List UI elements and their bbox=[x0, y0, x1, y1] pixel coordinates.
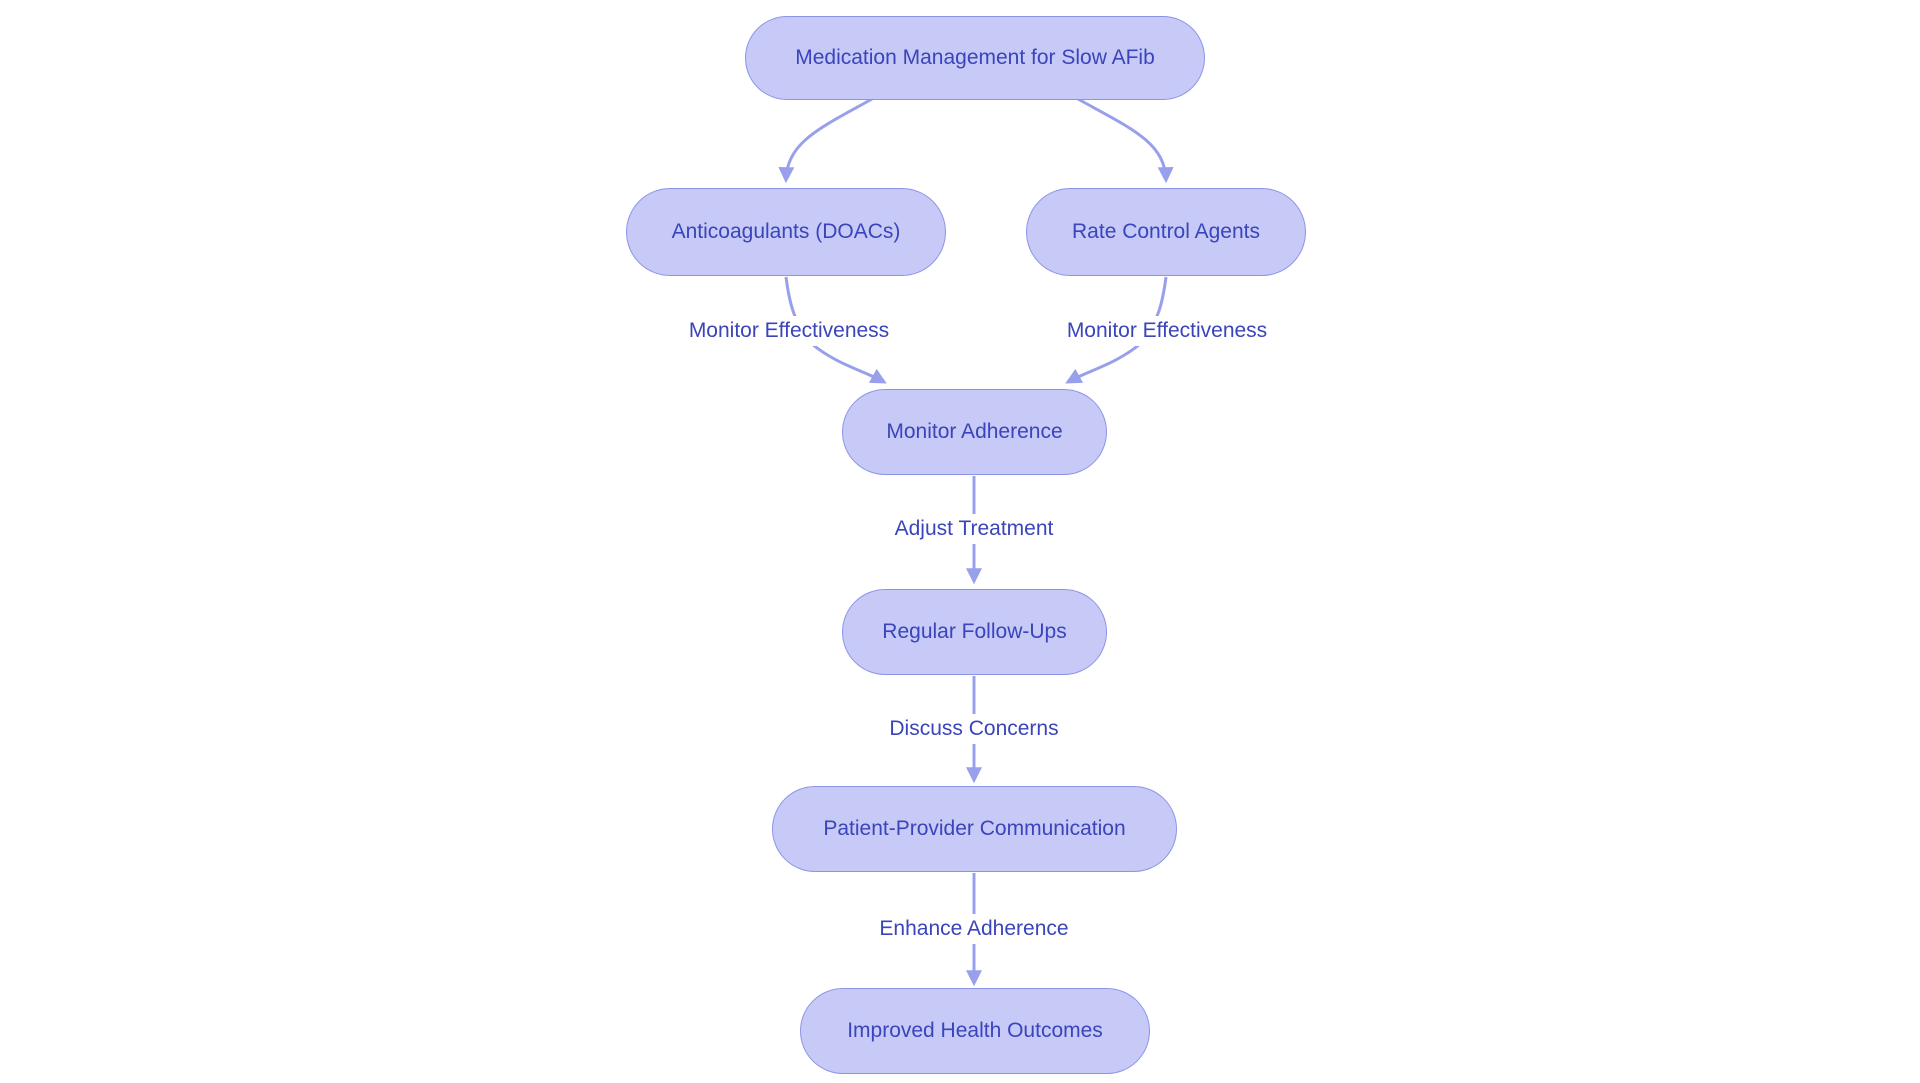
edge-label-monitor-effectiveness-left: Monitor Effectiveness bbox=[680, 316, 898, 346]
edge-medication-to-rate bbox=[1077, 97, 1174, 184]
node-improved-health-outcomes: Improved Health Outcomes bbox=[800, 988, 1150, 1074]
edge-label-adjust-treatment: Adjust Treatment bbox=[886, 514, 1062, 544]
node-rate-control-agents: Rate Control Agents bbox=[1026, 188, 1306, 276]
node-patient-provider-communication: Patient-Provider Communication bbox=[772, 786, 1177, 872]
edge-label-enhance-adherence: Enhance Adherence bbox=[871, 914, 1077, 944]
edge-label-monitor-effectiveness-right: Monitor Effectiveness bbox=[1058, 316, 1276, 346]
node-regular-follow-ups: Regular Follow-Ups bbox=[842, 589, 1107, 675]
node-anticoagulants-doacs: Anticoagulants (DOACs) bbox=[626, 188, 946, 276]
edge-medication-to-doacs bbox=[778, 97, 873, 184]
edge-label-discuss-concerns: Discuss Concerns bbox=[881, 714, 1067, 744]
node-monitor-adherence: Monitor Adherence bbox=[842, 389, 1107, 475]
node-medication-management: Medication Management for Slow AFib bbox=[745, 16, 1205, 100]
